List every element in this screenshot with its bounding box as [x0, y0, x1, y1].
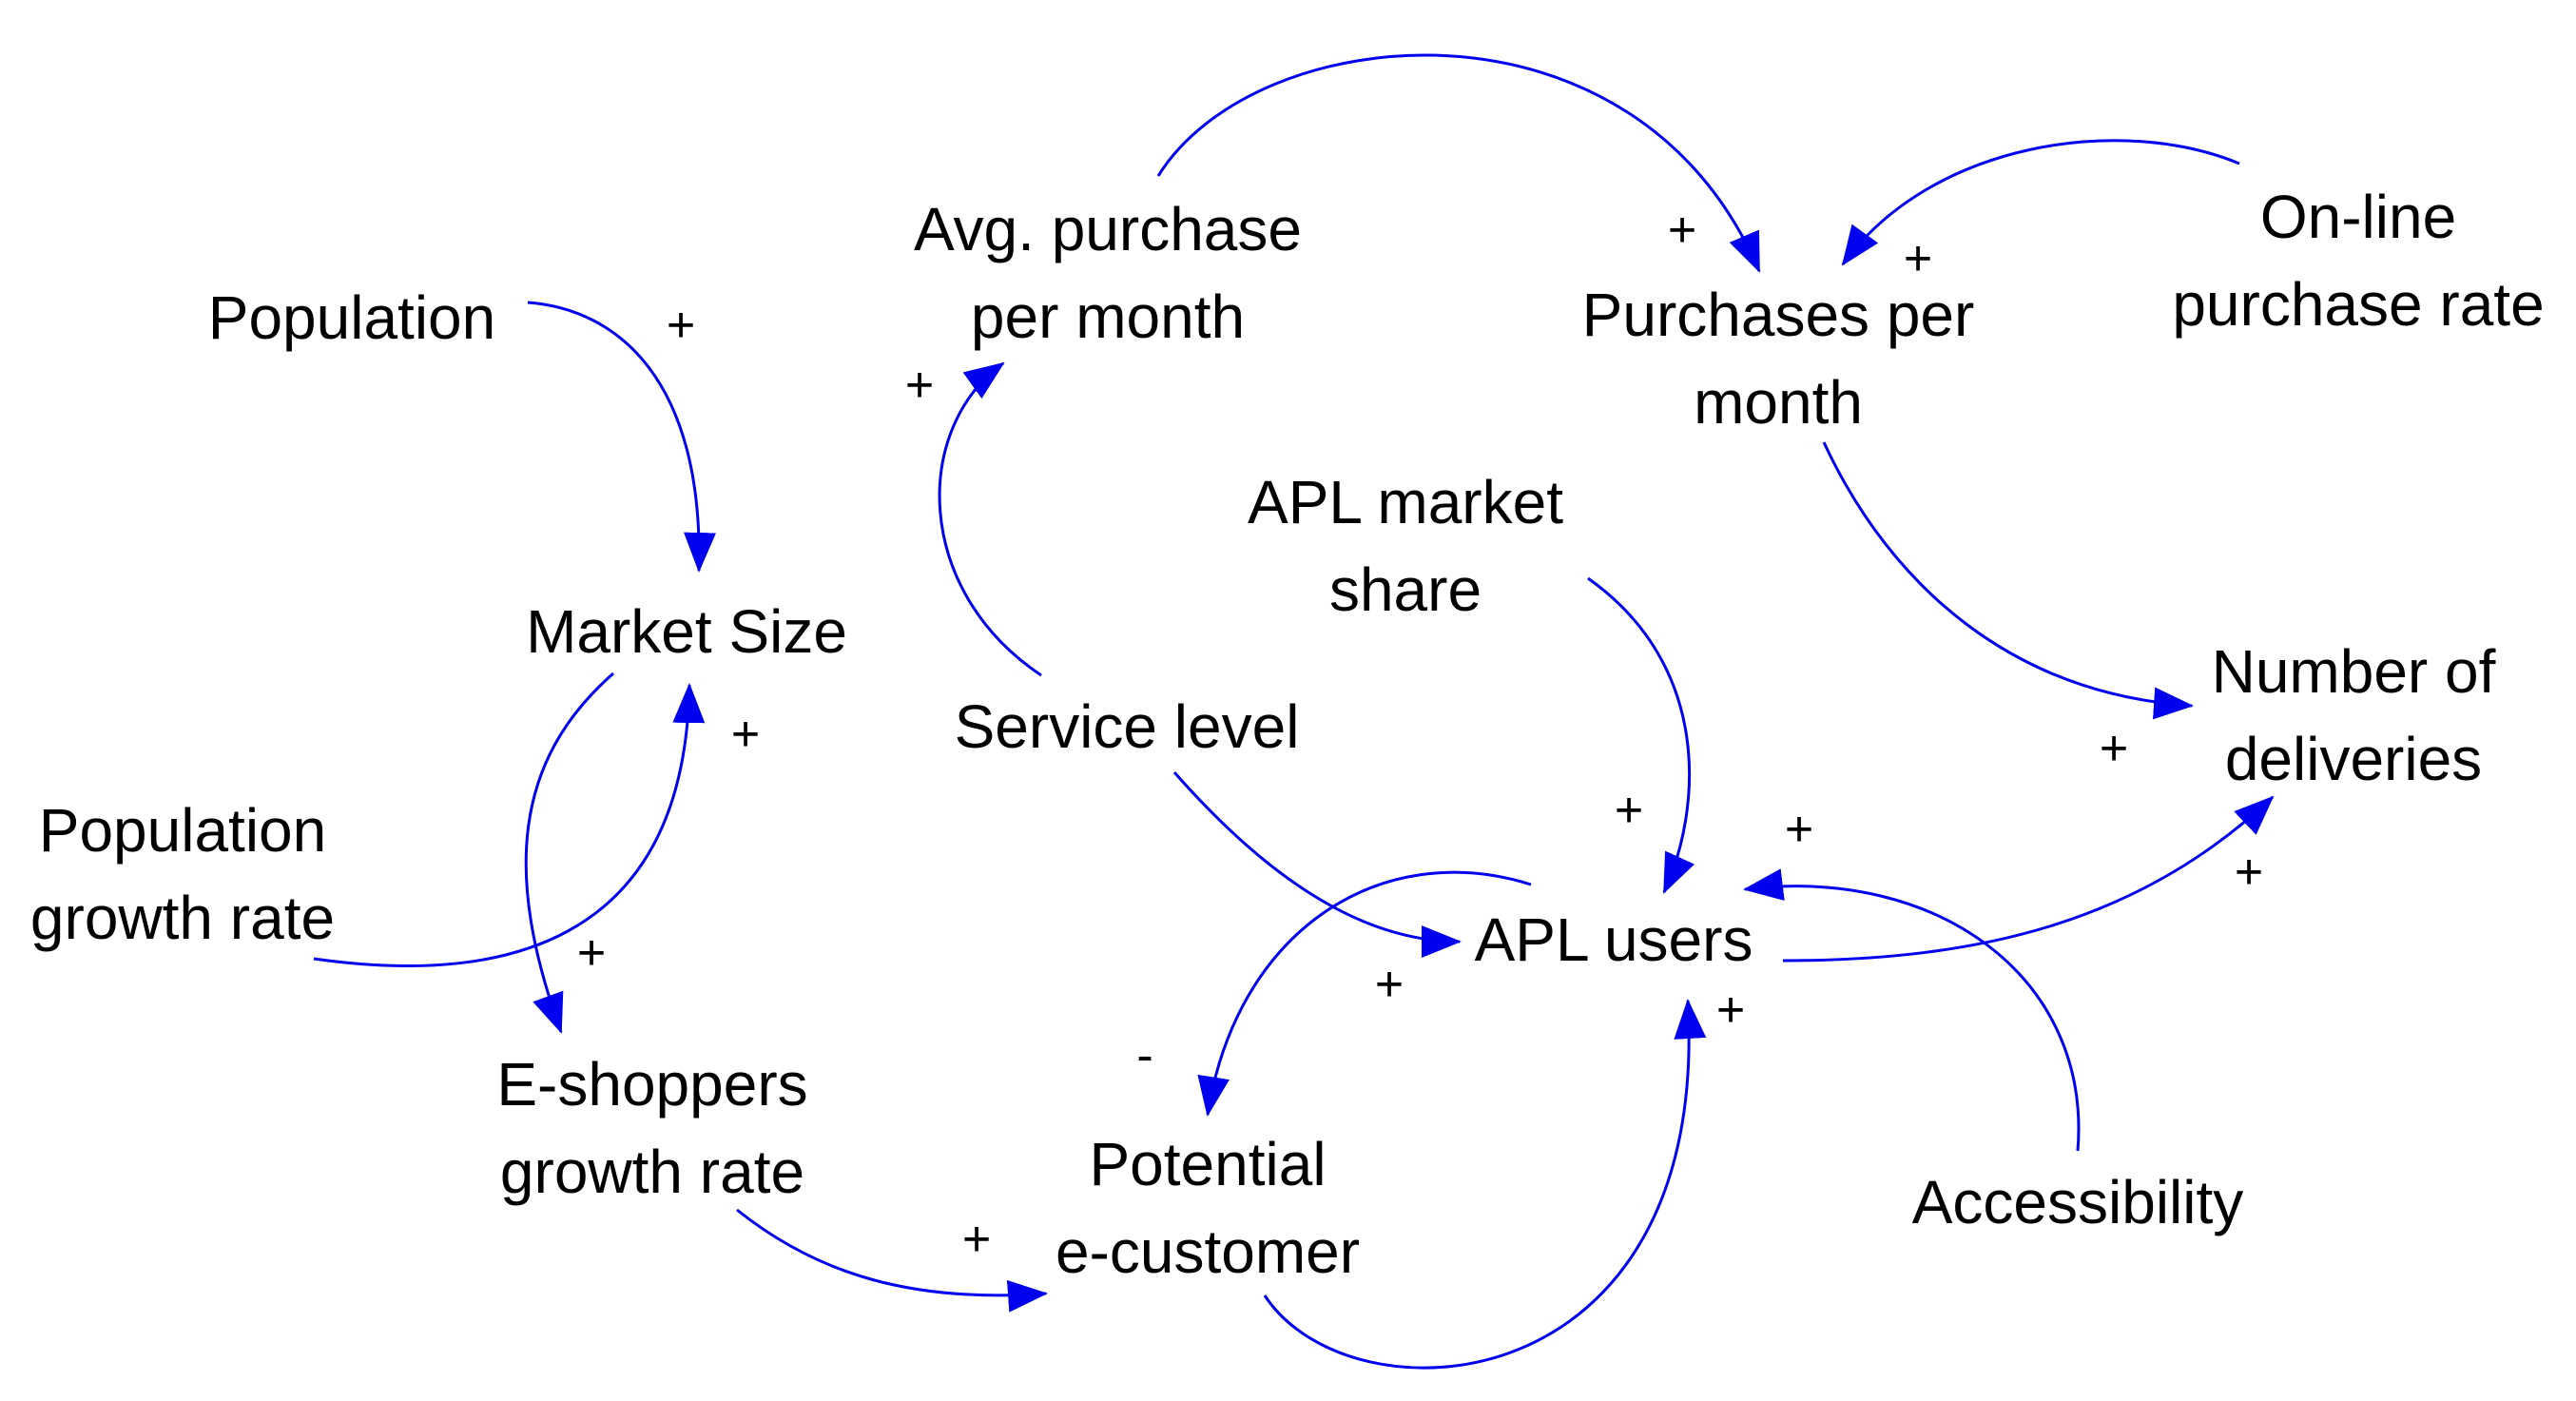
node-apl-market-share-line-1: APL market: [1248, 468, 1563, 536]
link-online-purchase-rate-to-purchases-per-month: [1841, 139, 2240, 266]
link-population-growth-rate-to-market-size: [313, 683, 706, 967]
polarity-sign-online-rate-to-purchases: +: [1903, 231, 1933, 286]
node-population-growth-rate-line-2: growth rate: [29, 884, 336, 952]
node-market-size: Market Size: [526, 588, 847, 675]
node-purchases-per-month-line-1: Purchases per: [1581, 281, 1975, 349]
node-potential-ecustomer: Potential e-customer: [1056, 1120, 1360, 1295]
node-service-level: Service level: [955, 683, 1300, 770]
node-purchases-per-month: Purchases per month: [1582, 271, 1975, 446]
node-population-growth-rate-line-1: Population: [38, 796, 327, 865]
link-service-level-to-apl-users: [1172, 771, 1462, 958]
node-market-size-line-1: Market Size: [526, 597, 847, 666]
node-population: Population: [208, 274, 495, 361]
node-online-purchase-rate-line-1: On-line: [2259, 183, 2457, 251]
link-service-level-to-avg-purchase-per-month: [938, 361, 1042, 677]
node-online-purchase-rate: On-line purchase rate: [2172, 173, 2544, 348]
link-population-to-market-size: [527, 301, 716, 573]
node-number-of-deliveries-line-2: deliveries: [2224, 725, 2483, 793]
link-apl-users-to-number-of-deliveries: [1782, 795, 2275, 963]
node-apl-market-share-line-2: share: [1328, 555, 1482, 624]
polarity-sign-population-to-market-size: +: [666, 298, 696, 353]
node-apl-users: APL users: [1475, 896, 1753, 983]
polarity-sign-eshoppers-to-potential-ecustomer: +: [961, 1212, 992, 1267]
polarity-sign-market-share-to-apl-users: +: [1614, 783, 1644, 838]
node-avg-purchase-per-month: Avg. purchase per month: [914, 185, 1302, 360]
polarity-sign-potential-ecustomer-to-apl-users: +: [1715, 983, 1746, 1038]
node-eshoppers-growth-rate: E-shoppers growth rate: [496, 1041, 807, 1216]
link-purchases-per-month-to-number-of-deliveries: [1822, 441, 2194, 720]
polarity-sign-apl-users-to-potential-ecustomer: -: [1136, 1028, 1153, 1083]
polarity-sign-service-level-to-avg-purchase: +: [904, 358, 935, 413]
node-service-level-line-1: Service level: [954, 692, 1300, 761]
polarity-sign-service-level-to-apl-users: +: [1374, 957, 1404, 1012]
link-accessibility-to-apl-users: [1743, 868, 2081, 1152]
node-potential-ecustomer-line-1: Potential: [1089, 1130, 1327, 1198]
node-number-of-deliveries-line-1: Number of: [2211, 637, 2496, 706]
link-potential-ecustomer-to-apl-users: [1263, 999, 1707, 1370]
polarity-sign-population-growth-rate-to-market-size: +: [730, 707, 761, 762]
link-avg-purchase-per-month-to-purchases-per-month: [1156, 53, 1761, 273]
node-eshoppers-growth-rate-line-1: E-shoppers: [496, 1050, 808, 1119]
link-apl-market-share-to-apl-users: [1587, 576, 1695, 894]
node-apl-market-share: APL market share: [1248, 458, 1563, 633]
link-market-size-to-eshoppers-growth-rate: [524, 671, 614, 1034]
node-population-growth-rate: Population growth rate: [30, 787, 335, 962]
node-apl-users-line-1: APL users: [1474, 905, 1753, 974]
node-avg-purchase-per-month-line-1: Avg. purchase: [914, 195, 1302, 263]
polarity-sign-purchases-to-deliveries: +: [2099, 721, 2129, 776]
polarity-sign-market-size-to-eshoppers-growth-rate: +: [576, 925, 607, 981]
node-population-line-1: Population: [207, 283, 496, 352]
node-purchases-per-month-line-2: month: [1694, 368, 1863, 437]
polarity-sign-accessibility-to-apl-users: +: [1784, 802, 1814, 857]
node-eshoppers-growth-rate-line-2: growth rate: [499, 1138, 805, 1206]
node-number-of-deliveries: Number of deliveries: [2212, 628, 2496, 803]
node-online-purchase-rate-line-2: purchase rate: [2172, 270, 2545, 339]
node-accessibility: Accessibility: [1912, 1158, 2244, 1246]
link-eshoppers-growth-rate-to-potential-ecustomer: [736, 1208, 1048, 1313]
polarity-sign-avg-purchase-to-purchases: +: [1667, 203, 1697, 258]
link-apl-users-to-potential-ecustomer: [1197, 870, 1532, 1117]
node-avg-purchase-per-month-line-2: per month: [970, 282, 1246, 351]
node-potential-ecustomer-line-2: e-customer: [1055, 1217, 1361, 1286]
polarity-sign-apl-users-to-deliveries: +: [2234, 845, 2264, 900]
node-accessibility-line-1: Accessibility: [1911, 1168, 2244, 1236]
